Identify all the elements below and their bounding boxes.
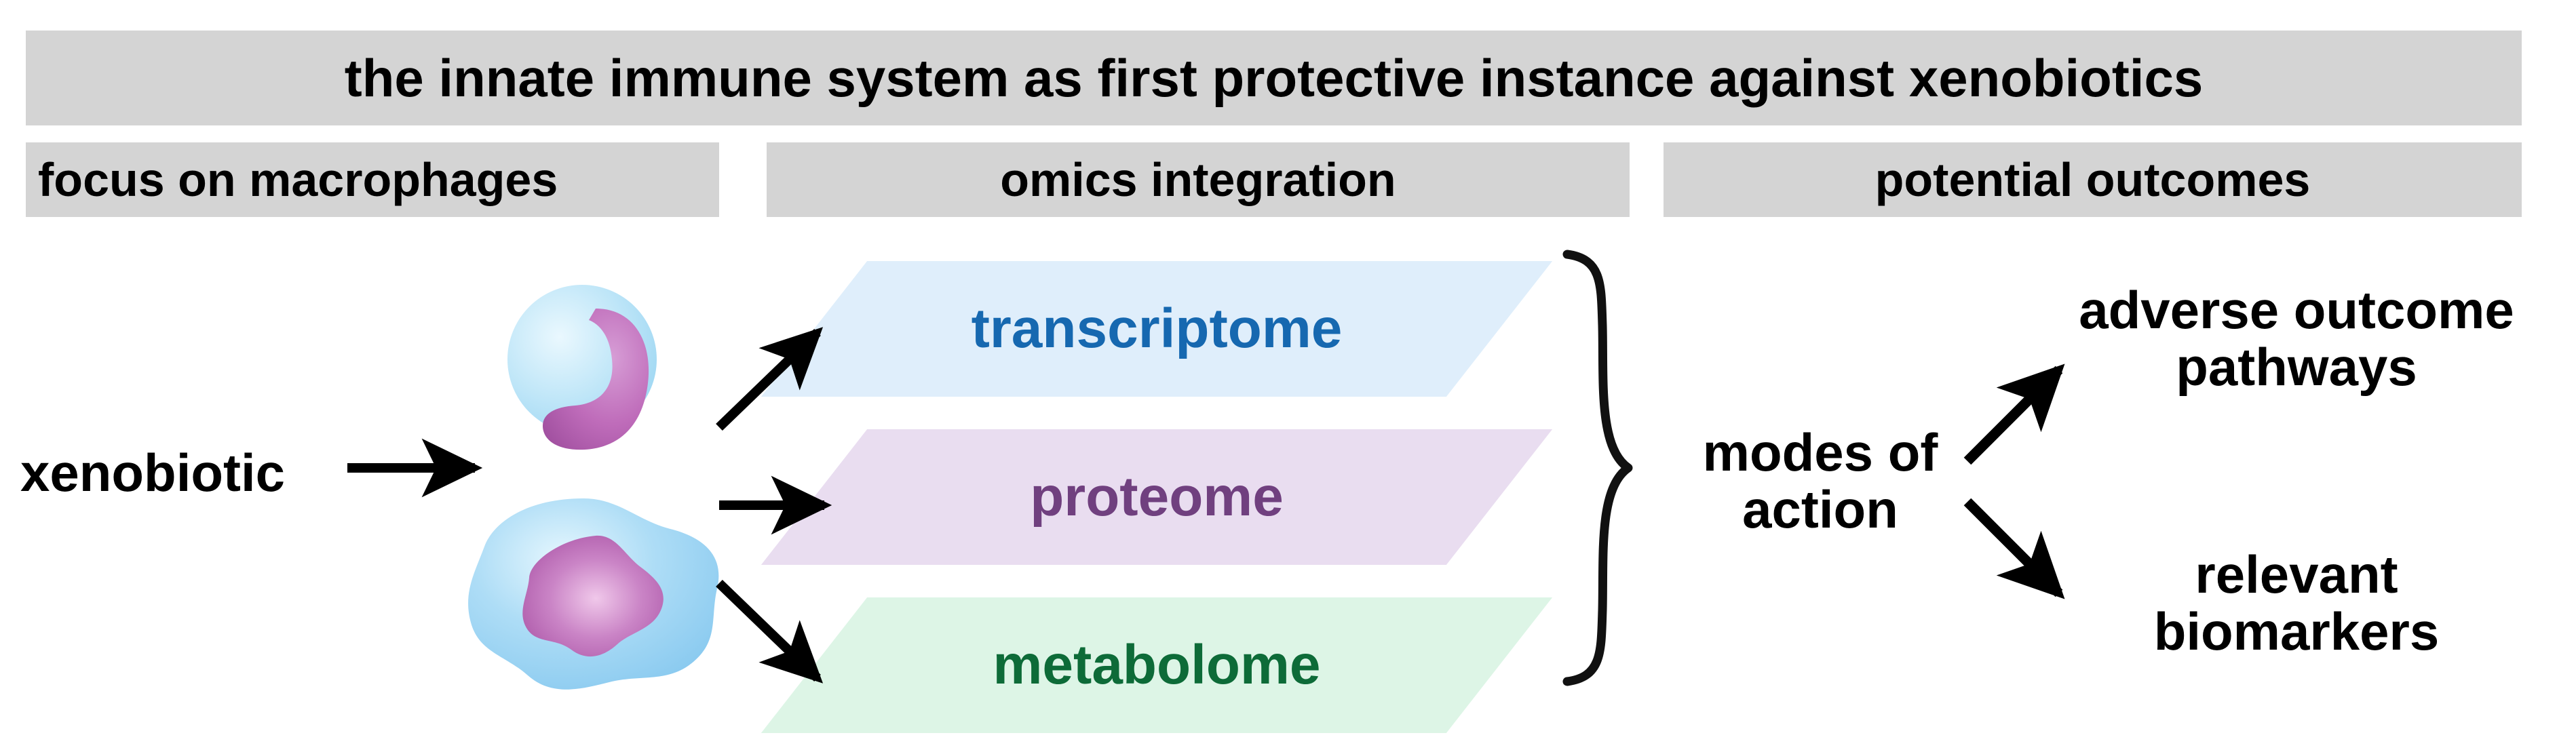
macrophage-cell-icon <box>468 498 719 690</box>
outcome-relevant-biomarkers: relevant biomarkers <box>2029 546 2564 660</box>
modes-of-action-line2: action <box>1742 479 1898 540</box>
outcome-biomarkers-line1: relevant <box>2195 545 2398 604</box>
omics-grouping-brace <box>1562 250 1633 686</box>
outcome-adverse-outcome-pathways: adverse outcome pathways <box>2029 281 2564 395</box>
xenobiotic-label: xenobiotic <box>20 443 286 502</box>
outcome-aop-line2: pathways <box>2176 337 2417 397</box>
modes-of-action-line1: modes of <box>1702 422 1938 482</box>
outcome-aop-line1: adverse outcome <box>2079 280 2514 340</box>
omics-layer-transcriptome-label: transcriptome <box>971 298 1343 359</box>
column-header-macrophages: focus on macrophages <box>26 142 719 217</box>
modes-of-action-label: modes of action <box>1688 424 1953 538</box>
omics-layer-metabolome-label: metabolome <box>993 634 1321 696</box>
figure-title-banner: the innate immune system as first protec… <box>26 31 2522 125</box>
column-header-omics: omics integration <box>767 142 1630 217</box>
omics-layer-proteome-label: proteome <box>1030 466 1284 528</box>
monocyte-cell-icon <box>507 285 657 450</box>
arrow-cells-to-metabolome <box>716 579 824 684</box>
outcome-biomarkers-line2: biomarkers <box>2153 601 2440 662</box>
column-header-outcomes: potential outcomes <box>1664 142 2522 217</box>
